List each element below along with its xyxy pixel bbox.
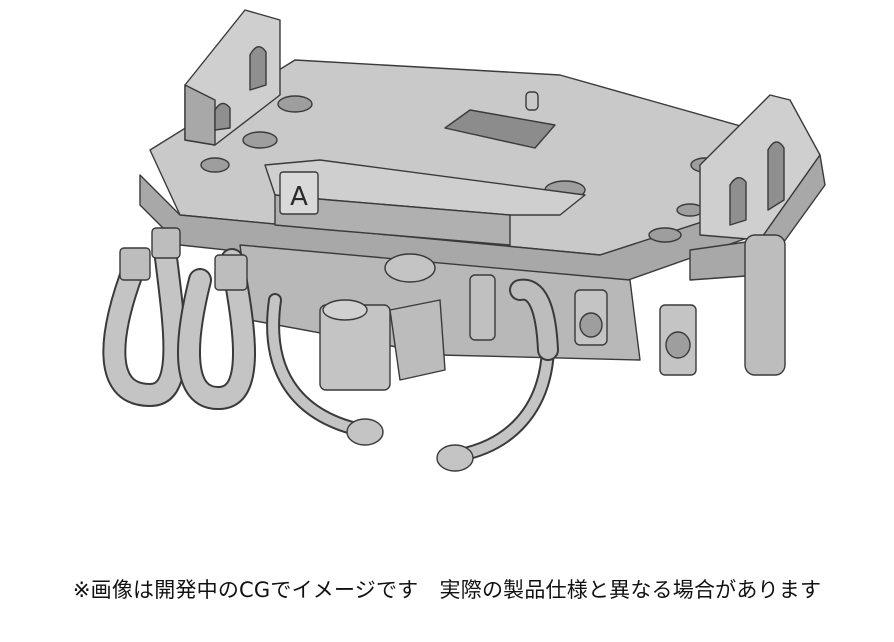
hose-coupling: [151, 227, 181, 259]
angle-cock-ring: [579, 312, 603, 338]
lever-arm: [469, 274, 496, 341]
hose-end-cap: [346, 418, 384, 446]
hose-coupling: [214, 254, 248, 291]
left-wall-slot: [249, 46, 267, 91]
left-wall-slot: [214, 102, 231, 131]
center-bracket: [389, 299, 446, 381]
hose-coupling: [119, 247, 151, 281]
plate-hole: [200, 157, 230, 173]
plate-square-hole: [444, 109, 556, 149]
top-pin: [525, 91, 539, 111]
hose-end-cap: [436, 444, 474, 472]
plate-hole: [277, 95, 313, 113]
right-wall-slot: [767, 141, 785, 211]
air-hose-left-2-inner: [179, 250, 254, 408]
right-side-wall: [699, 94, 821, 241]
right-wall-slot: [729, 177, 747, 226]
right-cylinder: [744, 234, 786, 376]
part-marking: A: [290, 182, 308, 212]
brake-hose-center-right-inner: [455, 345, 553, 460]
center-bar-front: [274, 194, 511, 246]
disclaimer-caption: ※画像は開発中のCGでイメージです 実際の製品仕様と異なる場合があります: [72, 578, 822, 602]
hose-connector-right-inner: [511, 280, 557, 359]
coupler-top: [322, 299, 368, 321]
plate-hole: [648, 227, 682, 243]
gear-wheel: [384, 253, 436, 283]
product-cg-render: A: [102, 9, 826, 472]
air-hose-left-1-inner: [104, 240, 185, 405]
plate-hole: [242, 131, 278, 149]
brake-hose-center-left-inner: [268, 295, 365, 435]
left-side-wall-face: [184, 84, 216, 146]
marking-plate: [279, 171, 319, 215]
angle-cock-ring: [665, 331, 691, 359]
plate-hole: [676, 203, 704, 217]
